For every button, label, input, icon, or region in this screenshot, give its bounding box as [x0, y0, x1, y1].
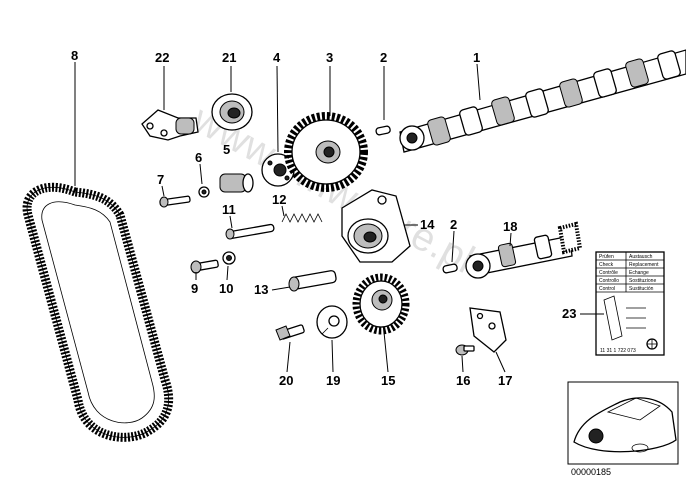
callout-10: 10 — [219, 281, 233, 296]
part-10-washer — [222, 251, 236, 265]
callout-9: 9 — [191, 281, 198, 296]
callout-6: 6 — [195, 150, 202, 165]
callout-23: 23 — [562, 306, 576, 321]
part-17-bracket — [469, 307, 507, 353]
part-12-spring — [281, 213, 323, 223]
callout-18: 18 — [503, 219, 517, 234]
callout-8: 8 — [71, 48, 78, 63]
part-2-pin-lower — [442, 263, 458, 274]
part-2-pin-upper — [375, 125, 391, 136]
part-21-roller — [211, 93, 253, 131]
callout-20: 20 — [279, 373, 293, 388]
part-timing-belt — [22, 182, 174, 442]
callout-11: 11 — [222, 202, 236, 217]
part-20-bolt — [275, 324, 305, 341]
label-cell: Check — [599, 262, 614, 268]
callout-4: 4 — [273, 50, 281, 65]
part-1-camshaft — [399, 49, 686, 153]
callout-3: 3 — [326, 50, 333, 65]
label-cell: Prüfen — [599, 254, 614, 260]
part-14-tensioner — [341, 189, 411, 263]
part-5-nut — [219, 173, 254, 193]
callout-2-upper: 2 — [380, 50, 387, 65]
part-16-screw — [455, 344, 475, 356]
label-code: 11 31 1 722 073 — [600, 348, 636, 354]
callout-22: 22 — [155, 50, 169, 65]
callout-14: 14 — [420, 217, 435, 232]
part-6-washer — [198, 186, 210, 198]
diagram-code: 00000185 — [571, 467, 611, 477]
label-cell: Contrôle — [599, 270, 618, 276]
callout-13: 13 — [254, 282, 268, 297]
callout-17: 17 — [498, 373, 512, 388]
label-cell: Controllo — [599, 278, 619, 284]
leader-lines — [74, 62, 604, 373]
part-7-bolt — [159, 195, 191, 208]
car-locator-inset — [567, 381, 679, 465]
callout-16: 16 — [456, 373, 470, 388]
callout-7: 7 — [157, 172, 164, 187]
part-13-stud — [288, 270, 337, 292]
label-cell: Austausch — [629, 254, 653, 260]
part-22-sensor — [141, 109, 199, 141]
callout-1: 1 — [473, 50, 480, 65]
label-cell: Sostituzione — [629, 278, 656, 284]
callout-2-lower: 2 — [450, 217, 457, 232]
part-11-stud — [225, 223, 275, 240]
label-cell: Sustitución — [629, 286, 654, 292]
part-3-camshaft-sprocket — [284, 112, 368, 192]
part-15-crank-sprocket — [352, 273, 410, 335]
callout-labels: 1 2 3 4 5 6 7 8 9 10 11 12 13 14 15 16 1… — [71, 48, 576, 388]
callout-21: 21 — [222, 50, 236, 65]
part-19-disc — [316, 305, 348, 339]
label-cell: Replacement — [629, 262, 659, 268]
label-cell: Control — [599, 286, 615, 292]
callout-12: 12 — [272, 192, 286, 207]
part-9-bolt — [190, 259, 219, 274]
callout-19: 19 — [326, 373, 340, 388]
callout-5: 5 — [223, 142, 230, 157]
part-18-intermediate-shaft — [465, 221, 583, 279]
part-23-service-label: Prüfen Austausch Check Replacement Contr… — [595, 251, 665, 356]
label-cell: Echange — [629, 270, 649, 276]
callout-15: 15 — [381, 373, 395, 388]
